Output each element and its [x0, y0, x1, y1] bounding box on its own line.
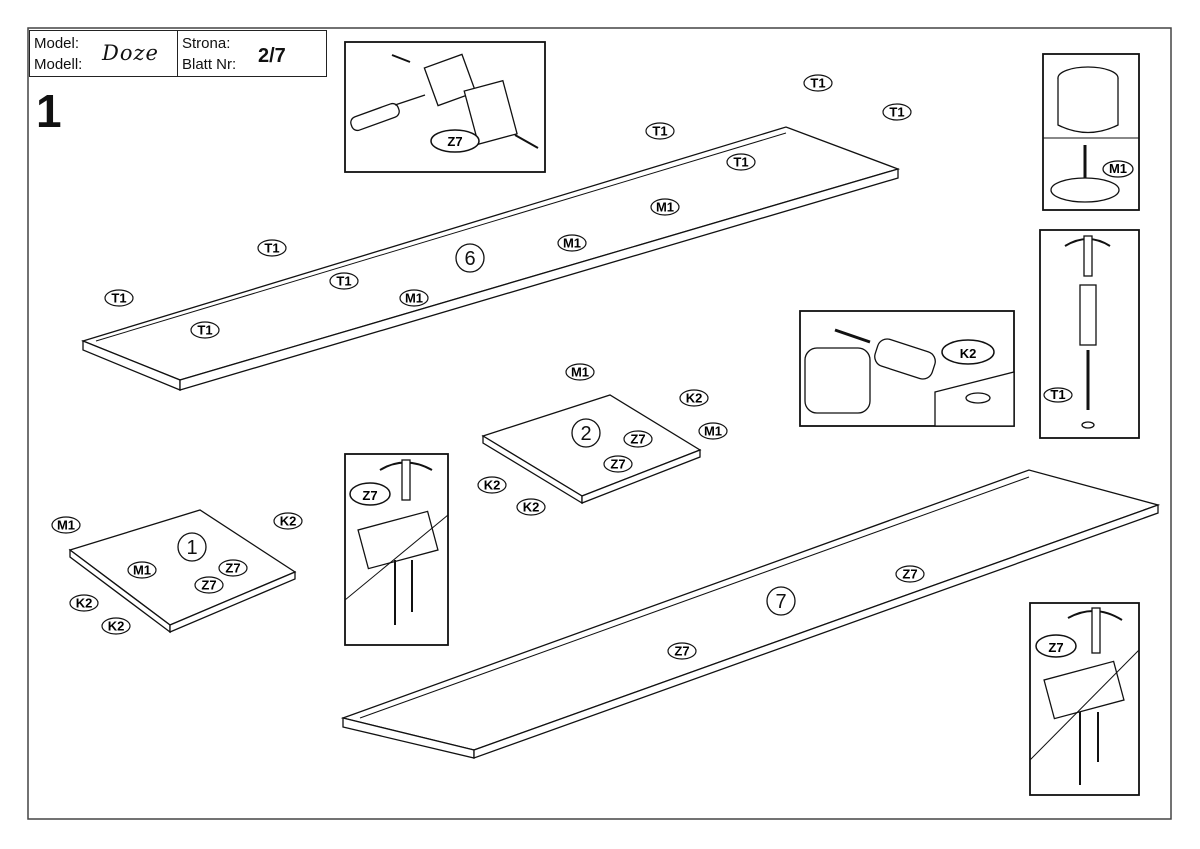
connector-right-z7-label: Z7	[1048, 640, 1063, 655]
part-tag-label: M1	[563, 236, 581, 251]
panel-2-number: 2	[580, 423, 591, 445]
part-tag-label: T1	[336, 274, 351, 289]
part-tag-k2: K2	[477, 476, 507, 494]
confirmat-screw-icon	[1079, 284, 1097, 346]
part-tag-label: K2	[280, 514, 297, 529]
part-tag-m1: M1	[650, 198, 680, 216]
part-tag-t1: T1	[803, 74, 833, 92]
part-tag-label: K2	[76, 596, 93, 611]
part-tag-label: M1	[57, 518, 75, 533]
part-tag-m1: M1	[557, 234, 587, 252]
model-cell: Model: Modell: Doze	[30, 31, 178, 76]
part-tag-t1: T1	[257, 239, 287, 257]
part-tag-label: M1	[133, 563, 151, 578]
part-tag-m1: M1	[51, 516, 81, 534]
part-tag-label: Z7	[630, 432, 645, 447]
screwdriver-tip-icon	[1083, 235, 1093, 277]
part-tag-label: Z7	[674, 644, 689, 659]
part-tag-t1: T1	[882, 103, 912, 121]
part-tag-z7: Z7	[194, 576, 224, 594]
cam-m1-label: M1	[1109, 161, 1127, 176]
part-tag-label: T1	[810, 76, 825, 91]
part-tag-label: T1	[889, 105, 904, 120]
part-tag-k2: K2	[69, 594, 99, 612]
part-tag-label: T1	[264, 241, 279, 256]
part-tag-t1: T1	[329, 272, 359, 290]
model-label: Model:	[34, 35, 80, 52]
page-cell: Strona: Blatt Nr: 2/7	[178, 31, 326, 76]
model-value: Doze	[102, 41, 159, 65]
title-block: Model: Modell: Doze Strona: Blatt Nr: 2/…	[29, 30, 327, 77]
part-tag-label: K2	[523, 500, 540, 515]
part-tag-label: T1	[733, 155, 748, 170]
panel-connector-icon	[357, 510, 439, 570]
part-tag-t1: T1	[645, 122, 675, 140]
part-tag-label: T1	[652, 124, 667, 139]
panel-7: 7	[340, 469, 1161, 759]
part-tag-label: M1	[571, 365, 589, 380]
part-tag-z7: Z7	[603, 455, 633, 473]
detail-connector-box-left: Z7	[344, 453, 449, 646]
part-tag-m1: M1	[127, 561, 157, 579]
part-tag-label: K2	[484, 478, 501, 493]
panel-2: 2	[481, 394, 702, 505]
part-tag-t1: T1	[726, 153, 756, 171]
part-tag-z7: Z7	[218, 559, 248, 577]
part-tag-k2: K2	[679, 389, 709, 407]
drill-hole-icon	[1050, 177, 1120, 203]
part-tag-k2: K2	[101, 617, 131, 635]
part-tag-label: K2	[686, 391, 703, 406]
part-tag-label: T1	[111, 291, 126, 306]
panel-6: 6	[81, 126, 901, 391]
strona-label: Strona:	[182, 35, 231, 52]
part-tag-k2: K2	[516, 498, 546, 516]
detail-screw-box: T1	[1039, 229, 1140, 439]
page-number: 2/7	[258, 45, 286, 67]
panel-1: 1	[68, 509, 297, 634]
hinge-z7-label: Z7	[447, 134, 462, 149]
part-tag-label: T1	[197, 323, 212, 338]
part-tag-t1: T1	[104, 289, 134, 307]
modell-label: Modell:	[34, 56, 83, 73]
step-number: 1	[36, 85, 62, 137]
part-tag-m1: M1	[565, 363, 595, 381]
part-tag-z7: Z7	[667, 642, 697, 660]
part-tag-t1: T1	[190, 321, 220, 339]
panel-6-number-circle	[455, 243, 485, 273]
screw-t1-label: T1	[1050, 387, 1065, 402]
part-tag-m1: M1	[698, 422, 728, 440]
part-tag-label: M1	[704, 424, 722, 439]
glue-bottle-icon	[804, 347, 871, 414]
detail-hinge-box: Z7	[344, 41, 546, 173]
blatt-label: Blatt Nr:	[182, 56, 237, 73]
wooden-dowel-icon	[874, 338, 936, 380]
part-tag-z7: Z7	[895, 565, 925, 583]
part-tag-label: Z7	[225, 561, 240, 576]
part-tag-k2: K2	[273, 512, 303, 530]
part-tag-label: Z7	[610, 457, 625, 472]
part-tag-label: K2	[108, 619, 125, 634]
panel-7-number: 7	[775, 591, 786, 613]
hinge-icon	[423, 53, 477, 107]
detail-connector-box-right: Z7	[1029, 602, 1140, 796]
part-tag-label: M1	[656, 200, 674, 215]
panel-1-number: 1	[186, 537, 197, 559]
panel-6-number: 6	[464, 248, 475, 270]
detail-cam-box: M1	[1042, 53, 1140, 211]
part-tag-z7: Z7	[623, 430, 653, 448]
part-tag-label: M1	[405, 291, 423, 306]
part-tag-m1: M1	[399, 289, 429, 307]
dowel-k2-label: K2	[960, 346, 977, 361]
part-tag-label: Z7	[902, 567, 917, 582]
screwdriver-icon	[350, 102, 400, 132]
detail-dowel-box: K2	[799, 310, 1015, 427]
part-tag-label: Z7	[201, 578, 216, 593]
connector-left-z7-label: Z7	[362, 488, 377, 503]
